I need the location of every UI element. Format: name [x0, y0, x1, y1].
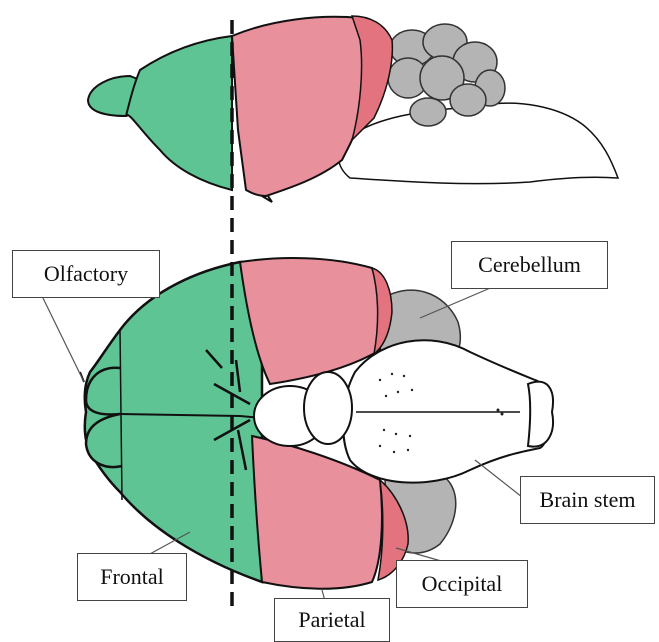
lateral-brain-stem	[338, 103, 618, 183]
dorsal-medulla	[528, 382, 553, 447]
label-frontal: Frontal	[77, 553, 187, 601]
dorsal-parietal-lobe-upper	[240, 258, 381, 384]
lateral-view	[88, 16, 618, 202]
label-cerebellum: Cerebellum	[451, 241, 608, 289]
dorsal-view	[80, 258, 553, 589]
leader-brain-stem	[475, 460, 522, 497]
leader-olfactory	[42, 296, 84, 382]
label-parietal: Parietal	[274, 598, 390, 642]
lateral-outline-tail	[262, 196, 272, 202]
label-brain-stem: Brain stem	[520, 476, 655, 524]
label-olfactory: Olfactory	[12, 250, 160, 298]
lateral-frontal-lobe	[126, 36, 232, 190]
label-occipital: Occipital	[396, 560, 528, 608]
